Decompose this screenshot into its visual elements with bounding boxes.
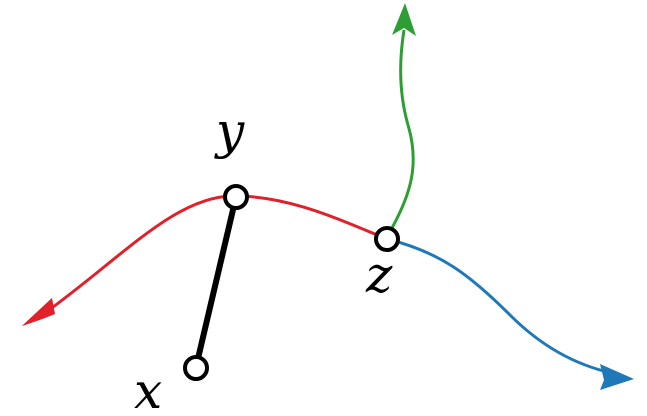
edge-x-y bbox=[193, 196, 239, 368]
blue-arrowhead bbox=[600, 364, 634, 390]
node-y[interactable] bbox=[223, 184, 249, 210]
green-curve bbox=[390, 29, 415, 229]
node-x[interactable] bbox=[183, 355, 209, 381]
label-x: x bbox=[134, 362, 162, 416]
label-z: z bbox=[365, 246, 393, 304]
label-y: y bbox=[214, 102, 245, 160]
green-arrowhead bbox=[392, 3, 416, 36]
node-z[interactable] bbox=[374, 226, 400, 252]
red-arrowhead-fill bbox=[22, 298, 55, 326]
blue-curve bbox=[386, 237, 613, 375]
